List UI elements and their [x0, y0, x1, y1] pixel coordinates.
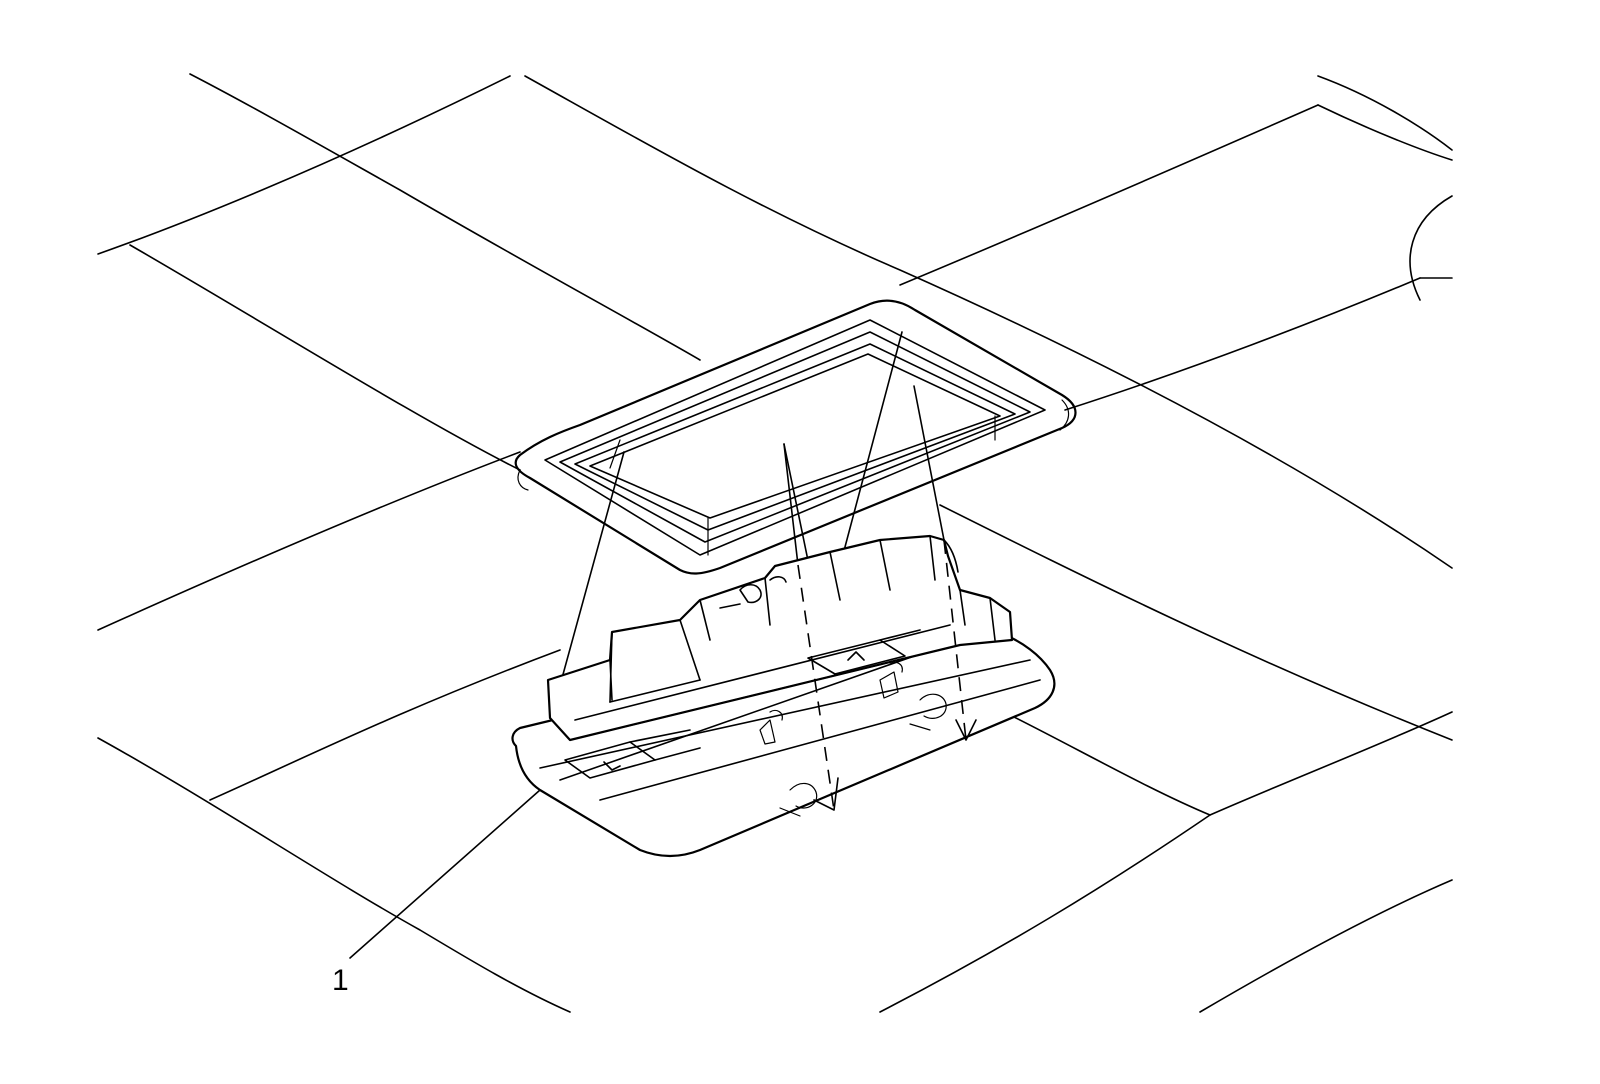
roof-opening-frame	[514, 299, 1077, 575]
dashed-line-ends	[813, 719, 977, 811]
headliner-contour-lines	[97, 73, 1453, 1013]
callout-1: 1	[332, 789, 541, 997]
callout-label-1: 1	[332, 964, 349, 997]
overhead-console	[511, 534, 1056, 858]
mounting-dashed-lines	[797, 539, 967, 811]
